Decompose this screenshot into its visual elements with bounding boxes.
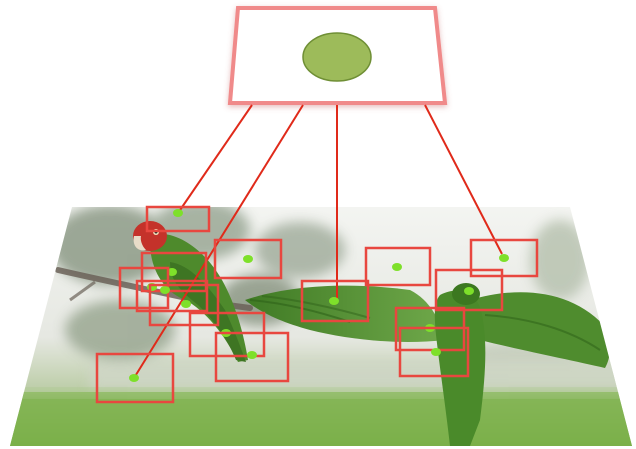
keypoint-boxes — [95, 205, 539, 404]
keypoint-dot — [243, 255, 253, 263]
keypoint-dot — [129, 374, 139, 382]
match-line — [424, 104, 503, 255]
keypoint-box — [398, 326, 470, 378]
keypoint-box — [213, 238, 283, 280]
keypoint-dot — [181, 300, 191, 308]
keypoint-dot — [329, 297, 339, 305]
keypoint-box — [469, 238, 539, 278]
keypoint-dot — [173, 209, 183, 217]
keypoint-box — [214, 331, 290, 383]
match-lines — [133, 104, 503, 379]
right-wing — [470, 292, 611, 368]
parrot-body — [434, 290, 486, 446]
keypoint-dot — [160, 286, 170, 294]
keypoint-box — [434, 268, 504, 312]
keypoint-dot — [464, 287, 474, 295]
keypoint-dot — [499, 254, 509, 262]
keypoint-box — [364, 246, 432, 287]
template-circle — [302, 32, 372, 82]
keypoint-box — [140, 251, 208, 293]
keypoint-dot — [431, 348, 441, 356]
match-line — [133, 104, 304, 379]
keypoint-box — [135, 279, 209, 313]
grass-field — [10, 392, 632, 446]
template-panel — [227, 6, 448, 105]
keypoint-box — [145, 205, 211, 233]
keypoint-dot — [167, 268, 177, 276]
keypoint-box — [95, 352, 175, 404]
keypoint-dot — [247, 351, 257, 359]
keypoint-box — [188, 311, 266, 358]
match-line — [177, 104, 253, 214]
keypoint-box — [300, 279, 370, 323]
keypoint-box — [148, 283, 220, 327]
parrot-photo-plane — [10, 207, 632, 446]
keypoint-dot — [392, 263, 402, 271]
